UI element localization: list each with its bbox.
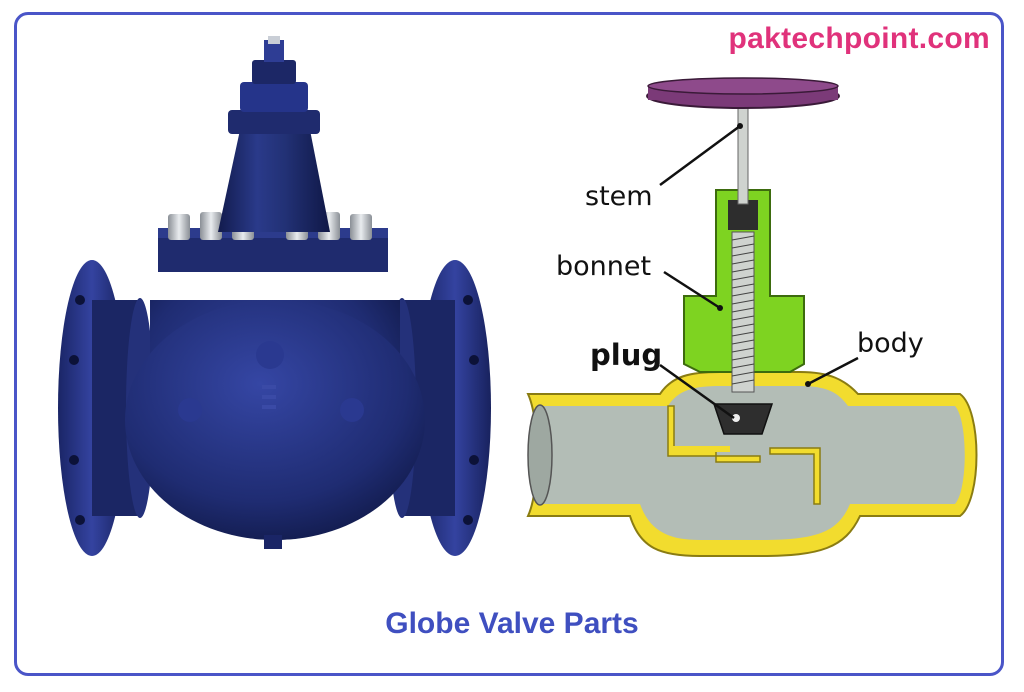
stem-label: stem	[585, 181, 653, 212]
plug-label: plug	[590, 338, 662, 372]
globe-valve-photo	[58, 36, 491, 556]
site-watermark: paktechpoint.com	[728, 22, 990, 55]
globe-valve-diagram: stem bonnet plug body	[526, 77, 978, 557]
figure-caption: Globe Valve Parts	[385, 607, 639, 640]
body-label: body	[857, 328, 924, 359]
plug	[712, 403, 774, 435]
bonnet-label: bonnet	[556, 251, 651, 282]
